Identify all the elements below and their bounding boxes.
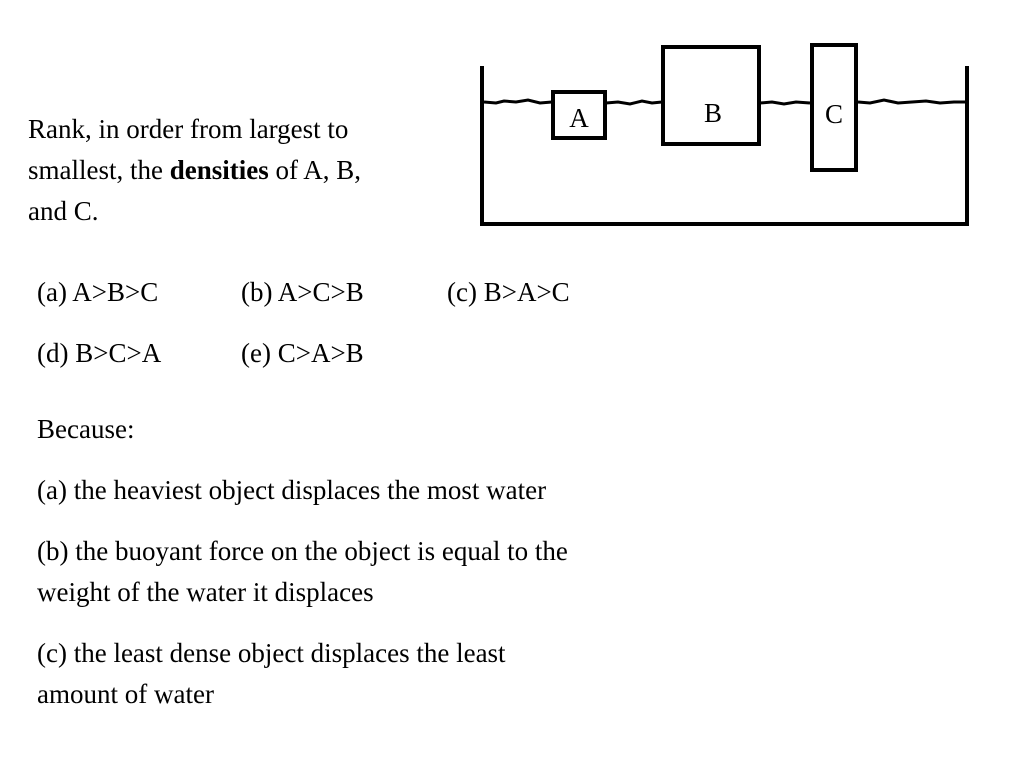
block-b — [661, 45, 761, 146]
because-heading: Because: — [37, 414, 135, 444]
water-surface-ab — [605, 99, 663, 106]
tank-outline — [480, 66, 969, 226]
block-b-label: B — [704, 98, 722, 128]
answer-option-b[interactable]: (b) A>C>B — [241, 277, 364, 307]
answer-option-a[interactable]: (a) A>B>C — [37, 277, 159, 307]
question-line-2: smallest, the densities of A, B, — [28, 150, 361, 191]
reason-option-c[interactable]: (c) the least dense object displaces the… — [37, 633, 506, 715]
answer-option-e[interactable]: (e) C>A>B — [241, 338, 364, 368]
reason-option-a[interactable]: (a) the heaviest object displaces the mo… — [37, 475, 547, 505]
reason-b-line-2: weight of the water it displaces — [37, 577, 374, 607]
reason-option-b[interactable]: (b) the buoyant force on the object is e… — [37, 531, 568, 613]
block-c — [810, 43, 858, 172]
reason-b-line-1: (b) the buoyant force on the object is e… — [37, 536, 568, 566]
block-c-label: C — [825, 99, 843, 129]
question-line-3: and C. — [28, 196, 99, 226]
tank-diagram: A B C — [480, 43, 969, 226]
densities-emphasis: densities — [169, 155, 269, 185]
water-surface-left — [483, 98, 553, 105]
question-line-2-end: of A, B, — [268, 155, 362, 185]
answer-option-c[interactable]: (c) B>A>C — [447, 277, 570, 307]
question-line-1: Rank, in order from largest to — [28, 114, 349, 144]
water-surface-bc — [759, 100, 811, 106]
reason-c-line-1: (c) the least dense object displaces the… — [37, 638, 506, 668]
question-line-2-start: smallest, the — [28, 155, 170, 185]
block-a — [551, 90, 607, 140]
answer-option-d[interactable]: (d) B>C>A — [37, 338, 162, 368]
water-surface-right — [857, 98, 965, 105]
reason-c-line-2: amount of water — [37, 679, 214, 709]
block-a-label: A — [569, 103, 589, 133]
question-text: Rank, in order from largest to smallest,… — [28, 109, 361, 232]
